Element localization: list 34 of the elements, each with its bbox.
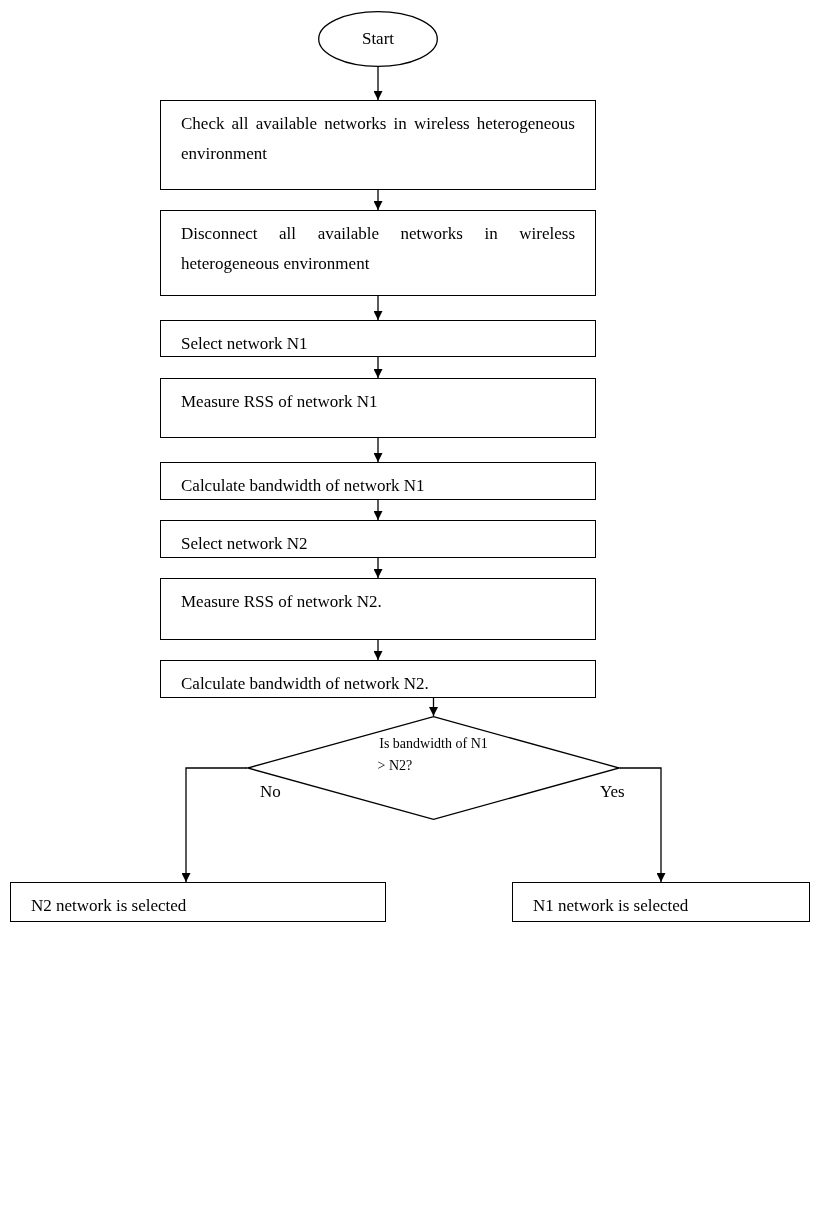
arrow [373, 499, 383, 521]
decision-question: Is bandwidth of N1 > N2? [377, 735, 489, 775]
arrow [373, 437, 383, 463]
step-text: Disconnect all available networks in wireless heterogeneous environment [181, 223, 575, 275]
arrow [373, 639, 383, 661]
process-box [160, 210, 596, 296]
process-box [10, 882, 386, 922]
start-ellipse [318, 11, 438, 67]
arrow [373, 295, 383, 321]
arrow [373, 557, 383, 579]
process-box [512, 882, 810, 922]
process-box [160, 378, 596, 438]
arrow [181, 767, 248, 883]
arrow [373, 356, 383, 379]
step-text: Select network N2 [181, 533, 309, 555]
terminal-label: Start [361, 28, 395, 50]
step-text: Calculate bandwidth of network N1 [181, 475, 426, 497]
step-text: Check all available networks in wireless heterogeneous environment [181, 113, 575, 165]
process-box [160, 520, 596, 558]
process-box [160, 320, 596, 357]
step-text: N2 network is selected [31, 895, 188, 917]
step-text: Select network N1 [181, 333, 309, 355]
step-text: Measure RSS of network N2. [181, 591, 383, 613]
process-box [160, 660, 596, 698]
step-text: Measure RSS of network N1 [181, 391, 379, 413]
arrow [373, 189, 383, 211]
step-text: N1 network is selected [533, 895, 690, 917]
arrow [373, 66, 383, 101]
arrow [619, 767, 666, 883]
process-box [160, 578, 596, 640]
process-box [160, 100, 596, 190]
step-text: Calculate bandwidth of network N2. [181, 673, 430, 695]
process-box [160, 462, 596, 500]
arrow [429, 697, 438, 717]
